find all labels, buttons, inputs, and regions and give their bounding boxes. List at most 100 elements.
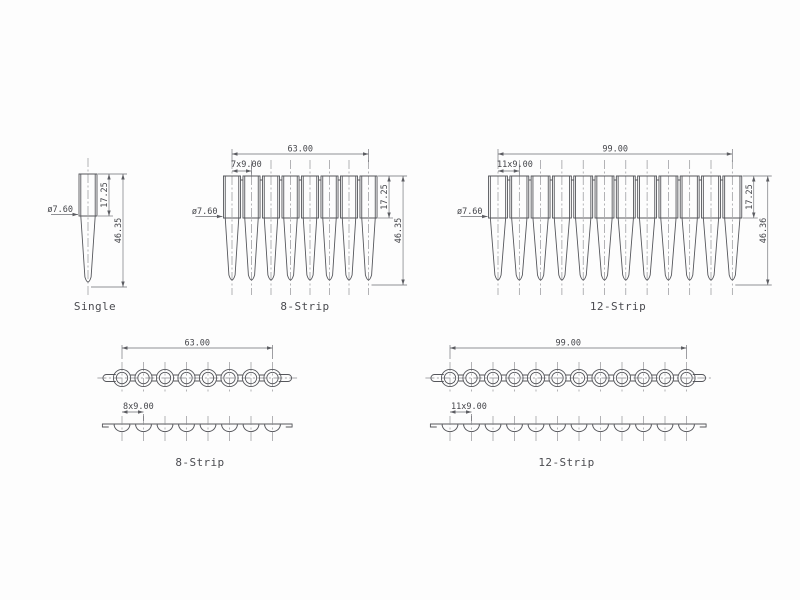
figure-label-strip8-side: 8-Strip <box>280 300 330 313</box>
dim-arrow <box>216 214 223 219</box>
cap-dome <box>199 425 217 433</box>
cap-circle <box>615 371 629 385</box>
dim-text: 46.35 <box>114 218 124 244</box>
dim-arrow <box>752 176 756 182</box>
dim-text: 46.36 <box>759 218 769 244</box>
cap-circle <box>220 368 239 388</box>
cap-circle <box>551 371 564 385</box>
cap-dome <box>484 425 502 433</box>
dim-arrow <box>498 169 504 173</box>
cap-circle <box>177 368 196 388</box>
cap-dome <box>113 425 131 433</box>
cap-dome <box>613 425 631 433</box>
dim-text: 99.00 <box>602 145 628 155</box>
dim-text: ø7.60 <box>457 207 483 217</box>
dim-arrow <box>122 410 128 414</box>
cap-circle <box>569 368 589 388</box>
cap-circle <box>548 368 567 388</box>
tube-body <box>224 217 240 281</box>
dim-arrow <box>450 410 456 414</box>
cap-dome <box>221 425 238 433</box>
cap-dome <box>527 425 545 433</box>
cap-circle <box>134 368 153 388</box>
tube-body <box>244 217 259 281</box>
tube-body <box>596 217 613 281</box>
end-tab <box>692 374 707 382</box>
cap-circle <box>483 368 503 388</box>
figure-label-single: Single <box>73 300 117 313</box>
dim-arrow <box>401 279 405 285</box>
end-tab <box>102 374 116 382</box>
tube-body <box>702 217 720 281</box>
cap-circle <box>508 371 521 385</box>
cap-dome <box>549 425 566 433</box>
dim-arrow <box>267 346 273 350</box>
tube-body <box>361 217 376 281</box>
dim-arrow <box>681 346 687 350</box>
dim-text: 99.00 <box>555 339 581 349</box>
dim-arrow <box>107 210 111 216</box>
tube-body <box>724 217 741 281</box>
cap-circle <box>112 368 132 388</box>
cap-circle <box>266 371 279 385</box>
tube-body <box>263 217 279 281</box>
dim-arrow <box>387 176 391 182</box>
cap-circle <box>526 368 546 388</box>
dim-arrow <box>513 169 520 173</box>
cap-circle <box>263 368 282 388</box>
cap-circle <box>680 371 693 385</box>
tube-body <box>341 217 357 281</box>
tube-body <box>532 217 549 281</box>
cap-circle <box>155 368 175 388</box>
cap-circle <box>201 371 215 385</box>
dim-text: 63.00 <box>184 339 210 349</box>
tube-body <box>489 217 507 281</box>
cap-dome <box>242 425 260 433</box>
tube-body <box>322 217 337 281</box>
dim-arrow <box>72 212 78 217</box>
cap-circle <box>180 371 193 385</box>
cap-circle <box>612 368 632 388</box>
dim-text: 63.00 <box>287 145 313 155</box>
dim-arrow <box>107 174 111 180</box>
dim-text: 17.25 <box>100 182 110 208</box>
tube-body <box>660 217 677 281</box>
cap-circle <box>443 371 457 385</box>
dim-text: 11x9.00 <box>497 160 533 170</box>
dim-arrow <box>450 346 456 350</box>
dim-arrow <box>482 214 488 219</box>
cap-circle <box>594 371 607 385</box>
cap-circle <box>244 371 258 385</box>
end-tab <box>278 374 293 382</box>
figure-label-strip8-top: 8-Strip <box>175 456 225 469</box>
dim-arrow <box>466 410 472 414</box>
dim-text: 11x9.00 <box>451 402 487 412</box>
dim-arrow <box>232 152 238 156</box>
cap-circle <box>505 368 524 388</box>
cap-circle <box>462 368 481 388</box>
cap-dome <box>656 425 674 433</box>
dim-text: 46.35 <box>394 218 404 244</box>
cap-circle <box>440 368 460 388</box>
tube-body <box>617 217 634 281</box>
dim-arrow <box>246 169 252 173</box>
dim-arrow <box>752 212 756 218</box>
cap-dome <box>635 425 652 433</box>
cap-dome <box>264 425 281 433</box>
cap-circle <box>115 371 129 385</box>
tube-body <box>681 217 698 281</box>
tube-body <box>639 217 656 281</box>
cap-dome <box>506 425 523 433</box>
dim-arrow <box>121 174 125 180</box>
cap-circle <box>198 368 218 388</box>
cap-circle <box>634 368 653 388</box>
cap-circle <box>572 371 586 385</box>
